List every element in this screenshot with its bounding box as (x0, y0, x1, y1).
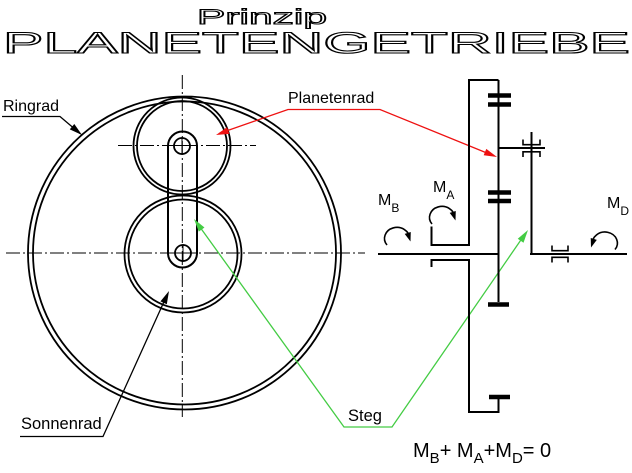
moment-arrowhead (404, 231, 411, 242)
sonnenrad-label: Sonnenrad (21, 415, 102, 433)
steg-arrowhead-left (194, 219, 205, 232)
moment-arc (383, 226, 411, 246)
moment-arrow-mb (383, 226, 411, 246)
planetenrad-leader-line (218, 108, 494, 157)
planetenrad-callout: Planetenrad (216, 90, 497, 157)
moment-arc (428, 205, 456, 225)
ring-gear-outer-circle (27, 95, 342, 411)
sonnenrad-callout: Sonnenrad (20, 291, 169, 438)
moment-arrow-ma (428, 205, 456, 225)
moment-arrowhead (449, 210, 456, 221)
ring-gear-lower-section (430, 259, 500, 413)
ringrad-callout: Ringrad (2, 98, 82, 135)
steg-label: Steg (348, 407, 382, 425)
sonnenrad-leader-line (20, 294, 168, 438)
gear-schematic: MB MA MD MB+ MA+MD= 0 (378, 79, 629, 467)
sun-axle (174, 244, 192, 262)
carrier-arm (167, 130, 198, 269)
ringrad-label: Ringrad (3, 98, 59, 115)
bearing-carrier (522, 139, 541, 157)
mesh-sun-planet (488, 190, 511, 204)
moment-arrow-md (590, 231, 619, 251)
planetenrad-arrowhead-left (216, 127, 230, 135)
planetenrad-arrowhead-right (483, 148, 497, 157)
planetenrad-label: Planetenrad (288, 90, 374, 107)
ringrad-leader-line (2, 115, 81, 134)
title-prinzip: Prinzip (197, 6, 327, 29)
moment-arrowhead (590, 237, 597, 248)
torque-equation: MB+ MA+MD= 0 (413, 440, 551, 467)
bearing-shaft-d (551, 245, 569, 263)
sun-gear-outer-circle (123, 194, 243, 314)
ring-gear-upper-section (430, 79, 499, 246)
label-mb: MB (378, 192, 399, 215)
steg-arrowhead-right (517, 230, 528, 243)
bearing-bracket-lower (551, 256, 569, 263)
label-md: MD (607, 195, 629, 218)
planet-gear-inner-circle (136, 100, 228, 192)
gear-front-view: Ringrad Sonnenrad Planetenrad Steg (2, 75, 528, 438)
steg-callout: Steg (194, 219, 528, 428)
planet-axle (173, 137, 191, 155)
bearing-bracket-lower (522, 151, 541, 157)
bearing-bracket-upper (551, 245, 569, 252)
planet-gear-outer-circle (132, 96, 232, 196)
sun-gear-inner-circle (127, 198, 239, 310)
label-ma: MA (433, 179, 454, 202)
bearing-bracket-upper (522, 139, 541, 146)
steg-leader-line (196, 222, 526, 428)
ringrad-arrowhead (69, 123, 82, 135)
title-planetengetriebe: PLANETENGETRIEBE (3, 27, 630, 60)
sonnenrad-arrowhead (160, 291, 169, 305)
mesh-ring-planet (488, 93, 511, 107)
